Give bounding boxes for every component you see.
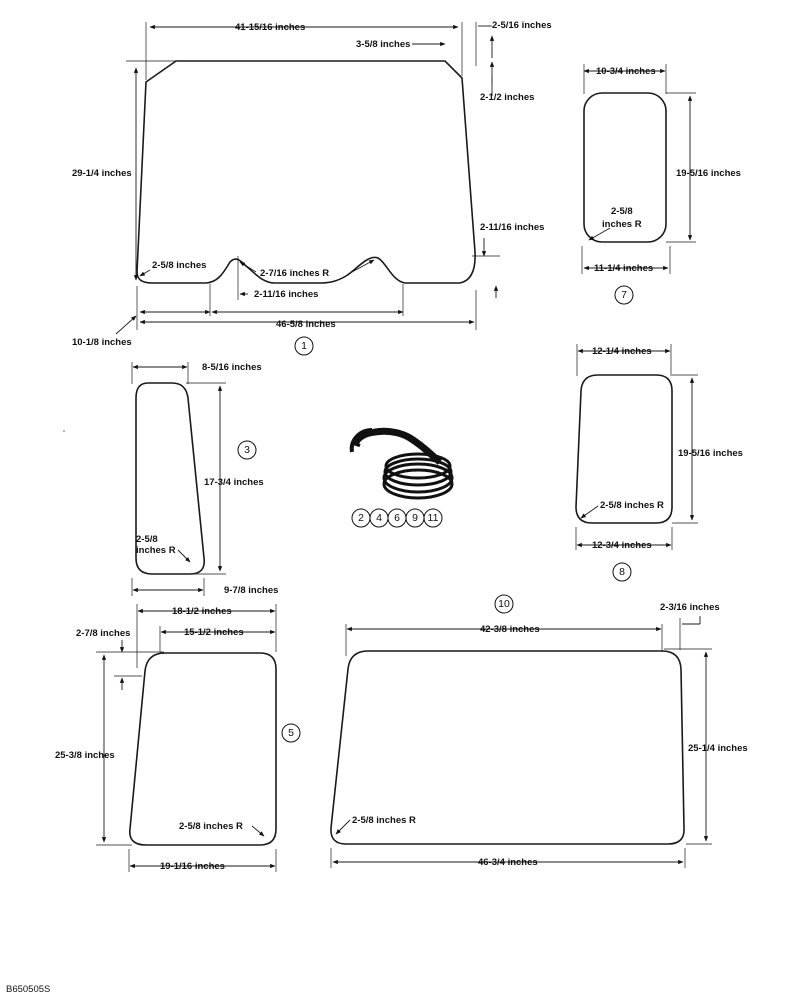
p1-radius-notch: 2-7/16 inches R: [260, 268, 329, 279]
glass-panel-8: 12-1/4 inches 19-5/16 inches 2-5/8 inche…: [575, 344, 743, 582]
seal-callout-6: 6: [394, 512, 400, 524]
glass-panel-10: 10 42-3/8 inches 2-3/16 inches 25-1/4 in…: [330, 594, 748, 868]
p5-radius: 2-5/8 inches R: [179, 821, 243, 832]
glass-panel-1: 41-15/16 inches 2-5/16 inches 3-5/8 inch…: [72, 20, 552, 356]
callout-10: [494, 594, 514, 614]
glass-panel-5: 18-1/2 inches 15-1/2 inches 2-7/8 inches…: [55, 604, 301, 872]
p1-notch-offset: 2-11/16 inches: [254, 289, 318, 300]
seal-callout-2: 2: [358, 512, 364, 524]
p10-width-bottom: 46-3/4 inches: [478, 857, 538, 868]
p8-radius: 2-5/8 inches R: [600, 500, 664, 511]
p3-width-bottom: 9-7/8 inches: [224, 585, 278, 596]
p3-height: 17-3/4 inches: [204, 477, 264, 488]
glass-outline-5: [129, 652, 277, 846]
p1-side-lower: 2-11/16 inches: [480, 222, 544, 233]
glass-panel-7: 10-3/4 inches 19-5/16 inches 2-5/8 inche…: [581, 64, 741, 305]
p10-corner: 2-3/16 inches: [660, 602, 720, 613]
p1-left-offset: 10-1/8 inches: [72, 337, 132, 348]
p7-radius-line2: inches R: [602, 219, 642, 230]
seal-callout-4: 4: [376, 512, 382, 524]
callout-7-label: 7: [621, 289, 627, 301]
callout-1: [294, 336, 314, 356]
p10-width-top: 42-3/8 inches: [480, 624, 540, 635]
p10-radius: 2-5/8 inches R: [352, 815, 416, 826]
glass-outline-8: [575, 374, 673, 524]
p3-radius-line2: inches R: [136, 545, 176, 556]
p5-width-top: 15-1/2 inches: [184, 627, 244, 638]
seal-callout-11: 11: [428, 512, 439, 524]
p7-height: 19-5/16 inches: [676, 168, 741, 179]
p8-width-bottom: 12-3/4 inches: [592, 540, 652, 551]
glass-outline-3: [135, 382, 206, 575]
seal-strip: 2 4 6 9 11: [349, 427, 454, 528]
p5-height: 25-3/8 inches: [55, 750, 115, 761]
seal-callouts: 2 4 6 9 11: [351, 508, 443, 528]
p5-width-top-outer: 18-1/2 inches: [172, 606, 232, 617]
glass-outline-1: [136, 60, 476, 284]
callout-10-label: 10: [498, 598, 510, 610]
glass-panel-3: 8-5/16 inches 17-3/4 inches 2-5/8 inches…: [131, 362, 278, 596]
p5-width-bottom: 19-1/16 inches: [160, 861, 225, 872]
p7-width-bottom: 11-1/4 inches: [594, 263, 653, 274]
p3-radius-line1: 2-5/8: [136, 534, 158, 545]
p1-radius-corner: 2-5/8 inches: [152, 260, 206, 271]
stray-mark: [63, 430, 65, 432]
seal-coil-icon: [349, 427, 454, 500]
p1-height: 29-1/4 inches: [72, 168, 132, 179]
p8-height: 19-5/16 inches: [678, 448, 743, 459]
callout-7: [614, 285, 634, 305]
callout-3-label: 3: [244, 444, 250, 456]
p7-width-top: 10-3/4 inches: [596, 66, 656, 77]
p1-width-bottom: 46-5/8 inches: [276, 319, 336, 330]
seal-callout-9: 9: [412, 512, 418, 524]
p3-width-top: 8-5/16 inches: [202, 362, 262, 373]
drawing-id: B650505S: [6, 984, 50, 995]
callout-8: [612, 562, 632, 582]
p1-corner-inset: 3-5/8 inches: [356, 39, 410, 50]
callout-5-label: 5: [288, 727, 294, 739]
p1-side-upper: 2-1/2 inches: [480, 92, 534, 103]
glass-outline-7: [583, 92, 667, 243]
p5-corner: 2-7/8 inches: [76, 628, 130, 639]
p10-height: 25-1/4 inches: [688, 743, 748, 754]
glass-outline-10: [330, 650, 685, 845]
p1-width-top: 41-15/16 inches: [235, 22, 305, 33]
p7-radius-line1: 2-5/8: [611, 206, 633, 217]
callout-1-label: 1: [301, 340, 307, 352]
p1-corner-top-right: 2-5/16 inches: [492, 20, 552, 31]
callout-3: [237, 440, 257, 460]
p8-width-top: 12-1/4 inches: [592, 346, 652, 357]
callout-8-label: 8: [619, 566, 625, 578]
callout-5: [281, 723, 301, 743]
